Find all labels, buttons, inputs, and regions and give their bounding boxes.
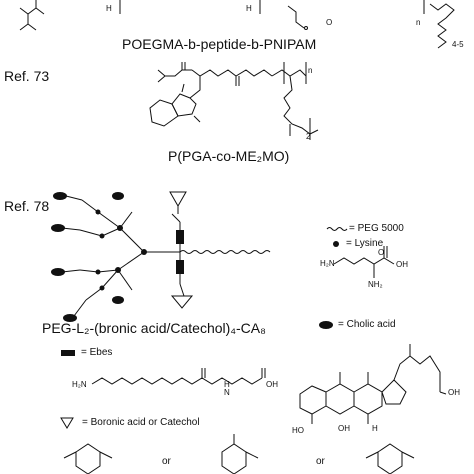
lysine-symbol	[95, 269, 101, 275]
atom-h: H	[106, 4, 112, 13]
poegma-structure-fragment	[19, 0, 455, 49]
lysine-legend-text: = Lysine	[346, 238, 384, 249]
atom-nh2: NH₂	[368, 280, 383, 289]
subscript-2: 2	[306, 132, 311, 141]
lysine-symbol	[141, 249, 147, 255]
atom-oh: OH	[338, 424, 350, 433]
subscript-n: n	[308, 66, 313, 75]
atom-o: O	[378, 248, 385, 257]
cholic-acid-symbol	[51, 224, 65, 232]
boronic-legend-triangle	[60, 417, 74, 429]
pga-co-me2mo-structure	[149, 62, 319, 140]
pga-co-me2mo-caption: P(PGA-co-ME₂MO)	[168, 148, 290, 164]
atom-h: H	[224, 380, 230, 389]
ref-78-label: Ref. 78	[4, 198, 50, 214]
peg-dendron-caption: PEG-L₂-(bronic acid/Catechol)₄-CA₈	[42, 320, 266, 336]
lysine-structure	[333, 246, 395, 278]
boronic-legend-text: = Boronic acid or Catechol	[82, 417, 200, 428]
ebes-legend-bar	[61, 350, 75, 356]
or-text: or	[316, 456, 325, 467]
atom-n: N	[224, 388, 230, 397]
ref-73-label: Ref. 73	[4, 68, 50, 84]
dendron-schematic	[61, 191, 271, 317]
lysine-symbol	[95, 209, 101, 215]
lysine-legend-dot	[333, 241, 339, 247]
ebes-legend-text: = Ebes	[81, 347, 113, 358]
cholic-acid-symbol	[51, 268, 65, 276]
poegma-title: POEGMA-b-peptide-b-PNIPAM	[122, 36, 317, 52]
subscript-repeat: 4-5	[452, 40, 464, 49]
atom-oh: OH	[448, 388, 460, 397]
peg-legend-wavy	[326, 227, 348, 231]
atom-h: H	[372, 424, 378, 433]
cholic-acid-symbol	[112, 296, 124, 304]
cholic-legend-ellipse	[319, 321, 333, 329]
lysine-symbol	[99, 233, 105, 239]
atom-h: H	[246, 4, 252, 13]
cholic-acid-symbol	[112, 192, 124, 200]
atom-o: O	[326, 18, 333, 27]
atom-ho: HO	[292, 426, 304, 435]
lysine-symbol	[117, 225, 123, 231]
atom-oh: OH	[396, 260, 408, 269]
atom-h2n: H₂N	[320, 259, 335, 268]
atom-oh: OH	[266, 380, 278, 389]
or-text: or	[162, 456, 171, 467]
ebes-structure	[91, 368, 266, 385]
cholic-acid-symbol	[63, 314, 77, 322]
ebes-symbol	[176, 230, 184, 244]
boronic-catechol-fragments	[63, 434, 415, 474]
ebes-symbol	[176, 260, 184, 274]
subscript-n: n	[416, 18, 421, 27]
cholic-acid-symbol	[53, 192, 67, 200]
cholic-acid-structure	[299, 344, 447, 424]
lysine-symbol	[99, 285, 105, 291]
cholic-legend-text: = Cholic acid	[338, 319, 396, 330]
peg-legend-text: = PEG 5000	[349, 223, 404, 234]
atom-h2n: H₂N	[72, 380, 87, 389]
lysine-symbol	[115, 267, 121, 273]
